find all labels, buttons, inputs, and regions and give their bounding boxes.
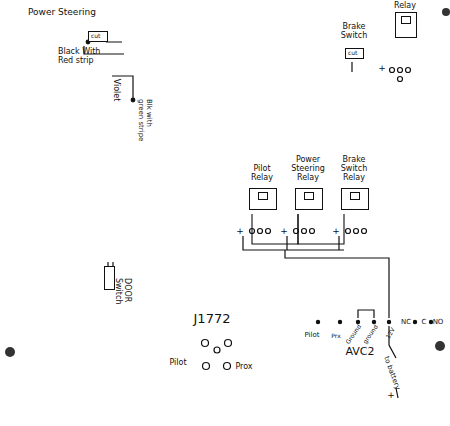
corner-blot <box>442 8 450 16</box>
component-label: Pilot Relay <box>244 152 280 182</box>
connector-title: J1772 <box>194 312 231 326</box>
component-label: Brake Switch Relay <box>336 152 372 182</box>
wire-label: Pilot <box>305 331 320 339</box>
wire-label: C <box>422 318 427 326</box>
relay-body <box>395 12 417 38</box>
relay-tab <box>401 16 411 24</box>
wire <box>351 62 352 72</box>
terminal-sign: + <box>236 226 244 236</box>
relay: Pilot Relay <box>244 152 280 214</box>
wire-connector: Power Steering cut <box>28 8 108 42</box>
relay-tab <box>304 192 314 200</box>
relay: Brake Switch Relay <box>336 152 372 214</box>
cut-mark: cut <box>346 49 363 56</box>
j1772-pins <box>202 340 232 370</box>
terminal-sign: + <box>280 226 288 236</box>
connector-body: cut <box>345 48 364 59</box>
wire-label: Violet <box>112 79 121 102</box>
relay: Power Steering Relay <box>290 152 326 214</box>
wire-label: Prx <box>331 332 340 339</box>
relay-body <box>249 188 277 210</box>
corner-blot <box>435 341 445 351</box>
component-label: Relay <box>392 1 418 10</box>
wire-end <box>131 98 135 102</box>
component-label: Power Steering Relay <box>290 152 326 182</box>
relay-tab <box>258 192 268 200</box>
connector-title: AVC2 <box>345 346 374 358</box>
connector-body: cut <box>88 31 108 42</box>
wire-connector <box>298 214 344 244</box>
avc2-pins <box>316 320 432 323</box>
relay-body <box>341 188 369 210</box>
wire-label: Ground <box>344 323 362 345</box>
wire-connector: Brake Switch cut <box>336 22 372 59</box>
relay-tab <box>350 192 360 200</box>
wire-label: NC <box>401 318 411 326</box>
wire-label: NO <box>433 318 444 326</box>
cut-mark: cut <box>89 32 107 39</box>
component-label: Power Steering <box>28 8 108 17</box>
wire-label: 12V <box>384 326 396 340</box>
terminal-sign: + <box>332 226 340 236</box>
terminal-sign: + <box>387 390 395 400</box>
wire-label: ground <box>361 323 379 344</box>
relay-pins <box>250 68 411 234</box>
wire-label: Prox <box>235 362 252 371</box>
switch-label: DOOR Switch <box>114 278 132 308</box>
terminal-sign: + <box>378 63 386 73</box>
relay-body <box>295 188 323 210</box>
switch-body <box>104 266 115 290</box>
wire-label: Pilot <box>169 358 186 367</box>
wire-label: Black With Red strip <box>58 47 102 65</box>
wire-label: to battery <box>382 355 401 390</box>
component-label: Brake Switch <box>336 22 372 40</box>
wire-label: Blk with green stripe <box>137 99 153 145</box>
wire-connector <box>252 214 298 244</box>
door-switch: DOOR Switch <box>104 266 115 290</box>
corner-blot <box>5 347 15 357</box>
wire <box>243 236 389 318</box>
relay: Relay <box>392 1 418 42</box>
